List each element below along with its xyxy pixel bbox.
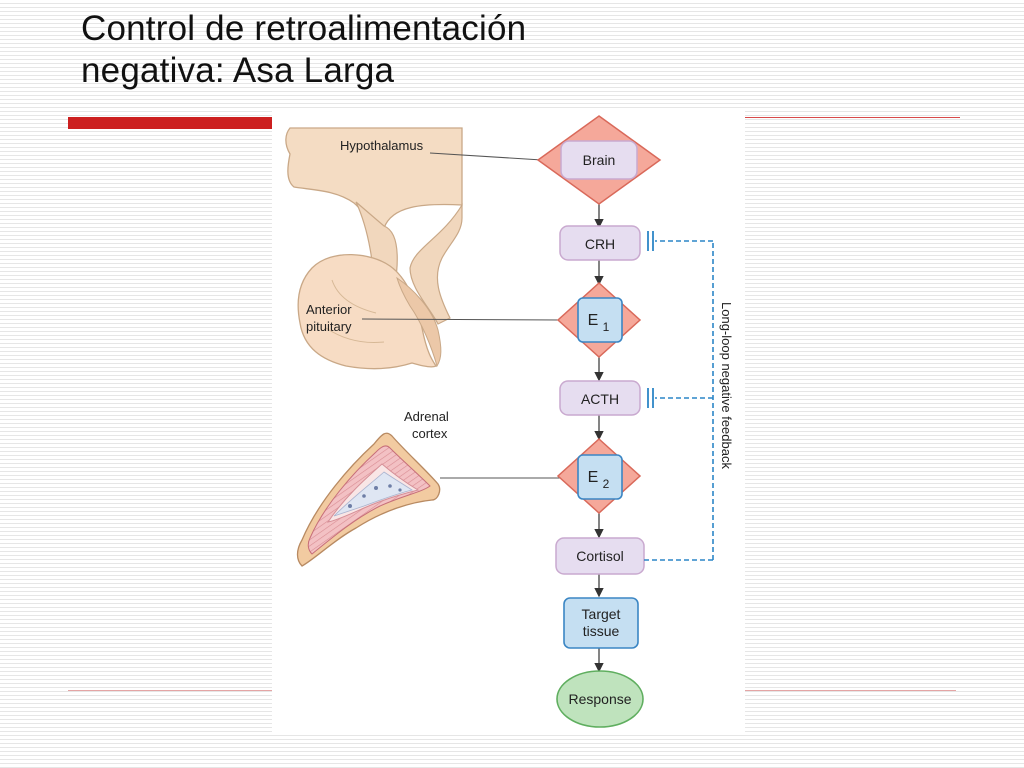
hypothalamus-illustration: [285, 127, 463, 325]
slide-title: Control de retroalimentación negativa: A…: [81, 8, 781, 92]
title-line-2: negativa: Asa Larga: [81, 51, 395, 90]
target-tissue-node: Target tissue: [563, 597, 639, 649]
hypothalamus-leader-line: [429, 152, 543, 161]
e2-subscript: 2: [603, 477, 610, 491]
hpa-axis-diagram: Hypothalamus Anterior pituitary Adrenal …: [285, 115, 734, 728]
anterior-pituitary-illustration: [297, 253, 442, 370]
acth-label: ACTH: [581, 391, 619, 407]
title-line-1: Control de retroalimentación: [81, 9, 527, 48]
anterior-pituitary-label-line2: pituitary: [306, 319, 352, 334]
anterior-pituitary-label-line1: Anterior: [306, 302, 352, 317]
e1-subscript: 1: [603, 320, 610, 334]
cortisol-label: Cortisol: [576, 548, 623, 564]
feedback-inhibition-bars: [647, 231, 654, 408]
e1-node: E 1: [556, 281, 642, 359]
acth-node: ACTH: [559, 380, 641, 416]
response-node: Response: [556, 670, 644, 728]
adrenal-cortex-label-line2: cortex: [412, 426, 448, 441]
brain-node: Brain: [536, 115, 662, 205]
crh-label: CRH: [585, 236, 615, 252]
hypothalamus-label: Hypothalamus: [340, 138, 424, 153]
adrenal-cortex-label-line1: Adrenal: [404, 409, 449, 424]
pituitary-leader-line: [361, 318, 563, 321]
title-accent-bar: [68, 117, 274, 129]
e2-letter: E: [588, 469, 599, 486]
footer-rule-left: [68, 690, 274, 691]
hpa-axis-figure: Hypothalamus Anterior pituitary Adrenal …: [272, 108, 745, 732]
footer-rule-right: [744, 690, 956, 691]
e1-letter: E: [588, 312, 599, 329]
title-rule-line: [744, 117, 960, 118]
cortisol-node: Cortisol: [555, 537, 645, 575]
target-tissue-label-line1: Target: [582, 606, 621, 622]
adrenal-cortex-illustration: [296, 432, 441, 567]
negative-feedback-loop: [644, 240, 714, 561]
e2-node: E 2: [556, 437, 642, 515]
feedback-label: Long-loop negative feedback: [719, 302, 734, 469]
target-tissue-label-line2: tissue: [583, 623, 620, 639]
crh-node: CRH: [559, 225, 641, 261]
brain-label: Brain: [583, 152, 616, 168]
response-label: Response: [568, 691, 631, 707]
leader-lines: [361, 152, 563, 479]
